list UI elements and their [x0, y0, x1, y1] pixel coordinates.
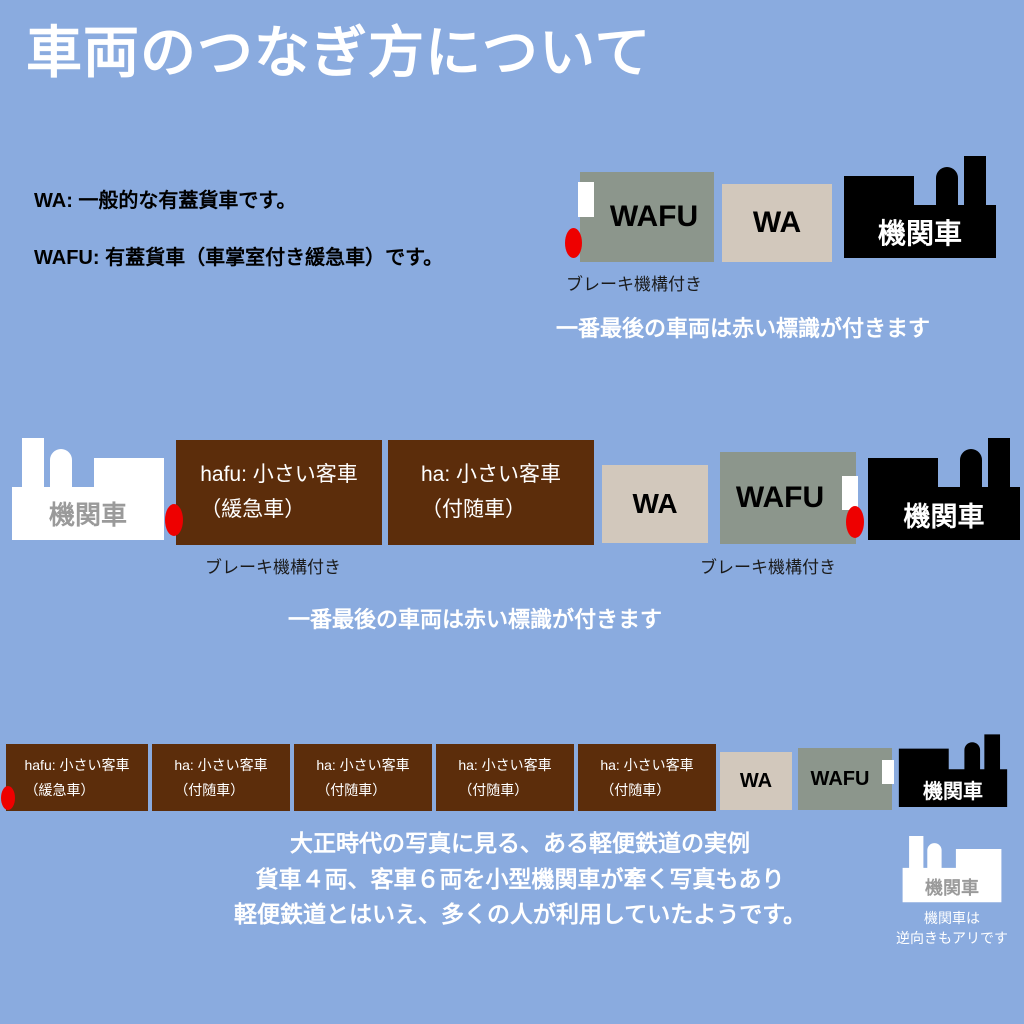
row2-car-wa-label: WA	[632, 488, 678, 520]
row1-car-wafu[interactable]: WAFU	[578, 172, 714, 262]
row2-car-wafu-label: WAFU	[735, 481, 825, 515]
row3-car-ha-3-label-line2: （付随車）	[458, 781, 529, 798]
footer-line-3: 軽便鉄道とはいえ、多くの人が利用していたようです。	[233, 901, 806, 928]
row3-car-ha-3-label: ha: 小さい客車 （付随車）	[458, 756, 552, 798]
row2-locomotive-black[interactable]: 機関車	[864, 432, 1024, 544]
legend-block: WA: 一般的な有蓋貨車です。 WAFU: 有蓋貨車（車掌室付き緩急車）です。	[34, 184, 554, 298]
row2-locomotive-white[interactable]: 機関車	[8, 432, 168, 544]
row2-red-marker-right-icon	[846, 506, 864, 538]
row1-car-wa[interactable]: WA	[722, 184, 832, 262]
legend-line-wa: WA: 一般的な有蓋貨車です。	[34, 190, 297, 212]
guard-window-icon	[882, 760, 894, 784]
row1-car-wafu-label: WAFU	[609, 200, 699, 234]
legend-line-wafu: WAFU: 有蓋貨車（車掌室付き緩急車）です。	[34, 247, 444, 269]
row2-car-hafu-label-line2: （緩急車）	[200, 497, 306, 521]
row1-brake-caption: ブレーキ機構付き	[566, 275, 702, 294]
footer-text: 大正時代の写真に見る、ある軽便鉄道の実例 貨車４両、客車６両を小型機関車が牽く写…	[190, 826, 850, 933]
reverse-locomotive-label: 機関車	[925, 878, 979, 898]
reverse-locomotive[interactable]: 機関車	[900, 832, 1004, 905]
reverse-note-line-2: 逆向きもアリです	[896, 930, 1008, 947]
locomotive-icon	[902, 836, 1002, 903]
row2-car-hafu-label: hafu: 小さい客車 （緩急車）	[200, 464, 358, 520]
row2-red-marker-left-icon	[165, 504, 183, 536]
row2-car-ha[interactable]: ha: 小さい客車 （付随車）	[388, 440, 594, 545]
reverse-note-caption: 機関車は 逆向きもアリです	[890, 908, 1014, 949]
row3-car-ha-1-label-line2: （付随車）	[174, 781, 245, 798]
row2-car-ha-label-line1: ha: 小さい客車	[420, 463, 562, 487]
row3-car-ha-2[interactable]: ha: 小さい客車 （付随車）	[294, 744, 432, 811]
row3-car-wafu-label: WAFU	[810, 767, 870, 790]
row3-car-ha-4-label-line2: （付随車）	[600, 781, 671, 798]
row1-locomotive[interactable]: 機関車	[840, 150, 1000, 262]
row3-car-ha-2-label-line2: （付随車）	[316, 781, 387, 798]
row1-note: 一番最後の車両は赤い標識が付きます	[556, 316, 931, 341]
page-title: 車両のつなぎ方について	[26, 21, 652, 84]
row3-locomotive-label: 機関車	[923, 781, 983, 803]
row3-car-ha-1-label-line1: ha: 小さい客車	[174, 756, 268, 773]
row3-car-ha-4-label-line1: ha: 小さい客車	[600, 756, 694, 773]
row3-car-ha-4[interactable]: ha: 小さい客車 （付随車）	[578, 744, 716, 811]
row2-car-ha-label: ha: 小さい客車 （付随車）	[421, 464, 561, 520]
guard-window-icon	[842, 476, 858, 510]
row3-car-ha-3-label-line1: ha: 小さい客車	[458, 756, 552, 773]
footer-line-2: 貨車４両、客車６両を小型機関車が牽く写真もあり	[255, 865, 785, 892]
row3-red-marker-icon	[1, 786, 15, 810]
guard-window-icon	[578, 182, 594, 217]
row3-car-hafu-label: hafu: 小さい客車 （緩急車）	[24, 756, 130, 798]
row3-car-ha-1-label: ha: 小さい客車 （付随車）	[174, 756, 268, 798]
row2-car-wafu[interactable]: WAFU	[720, 452, 858, 544]
row3-car-ha-2-label-line1: ha: 小さい客車	[316, 756, 410, 773]
row3-car-ha-4-label: ha: 小さい客車 （付随車）	[600, 756, 694, 798]
locomotive-icon	[844, 156, 996, 258]
reverse-note-line-1: 機関車は	[924, 910, 980, 926]
row3-car-ha-2-label: ha: 小さい客車 （付随車）	[316, 756, 410, 798]
row2-car-hafu-label-line1: hafu: 小さい客車	[200, 463, 358, 487]
row3-car-wafu[interactable]: WAFU	[798, 748, 894, 810]
row2-car-wa[interactable]: WA	[602, 465, 708, 543]
row1-red-marker-icon	[565, 228, 582, 258]
row3-locomotive[interactable]: 機関車	[896, 730, 1010, 810]
locomotive-icon	[12, 438, 164, 540]
row1-locomotive-label: 機関車	[877, 218, 962, 249]
row3-car-hafu-label-line2: （緩急車）	[24, 781, 95, 798]
row3-car-ha-1[interactable]: ha: 小さい客車 （付随車）	[152, 744, 290, 811]
row2-brake-caption-left: ブレーキ機構付き	[205, 558, 341, 577]
row3-car-wa[interactable]: WA	[720, 752, 792, 810]
row2-car-hafu[interactable]: hafu: 小さい客車 （緩急車）	[176, 440, 382, 545]
locomotive-icon	[898, 734, 1008, 808]
row2-locomotive-white-label: 機関車	[48, 500, 127, 530]
row3-car-ha-3[interactable]: ha: 小さい客車 （付随車）	[436, 744, 574, 811]
footer-line-1: 大正時代の写真に見る、ある軽便鉄道の実例	[290, 830, 750, 856]
row3-car-hafu-label-line1: hafu: 小さい客車	[24, 756, 130, 773]
locomotive-icon	[868, 438, 1020, 540]
row2-car-ha-label-line2: （付随車）	[420, 497, 526, 521]
row3-car-hafu[interactable]: hafu: 小さい客車 （緩急車）	[6, 744, 148, 811]
row2-brake-caption-right: ブレーキ機構付き	[700, 558, 836, 577]
row1-car-wa-label: WA	[752, 206, 802, 240]
row3-car-wa-label: WA	[739, 769, 773, 792]
row2-locomotive-black-label: 機関車	[903, 502, 985, 532]
row2-note: 一番最後の車両は赤い標識が付きます	[288, 607, 663, 632]
